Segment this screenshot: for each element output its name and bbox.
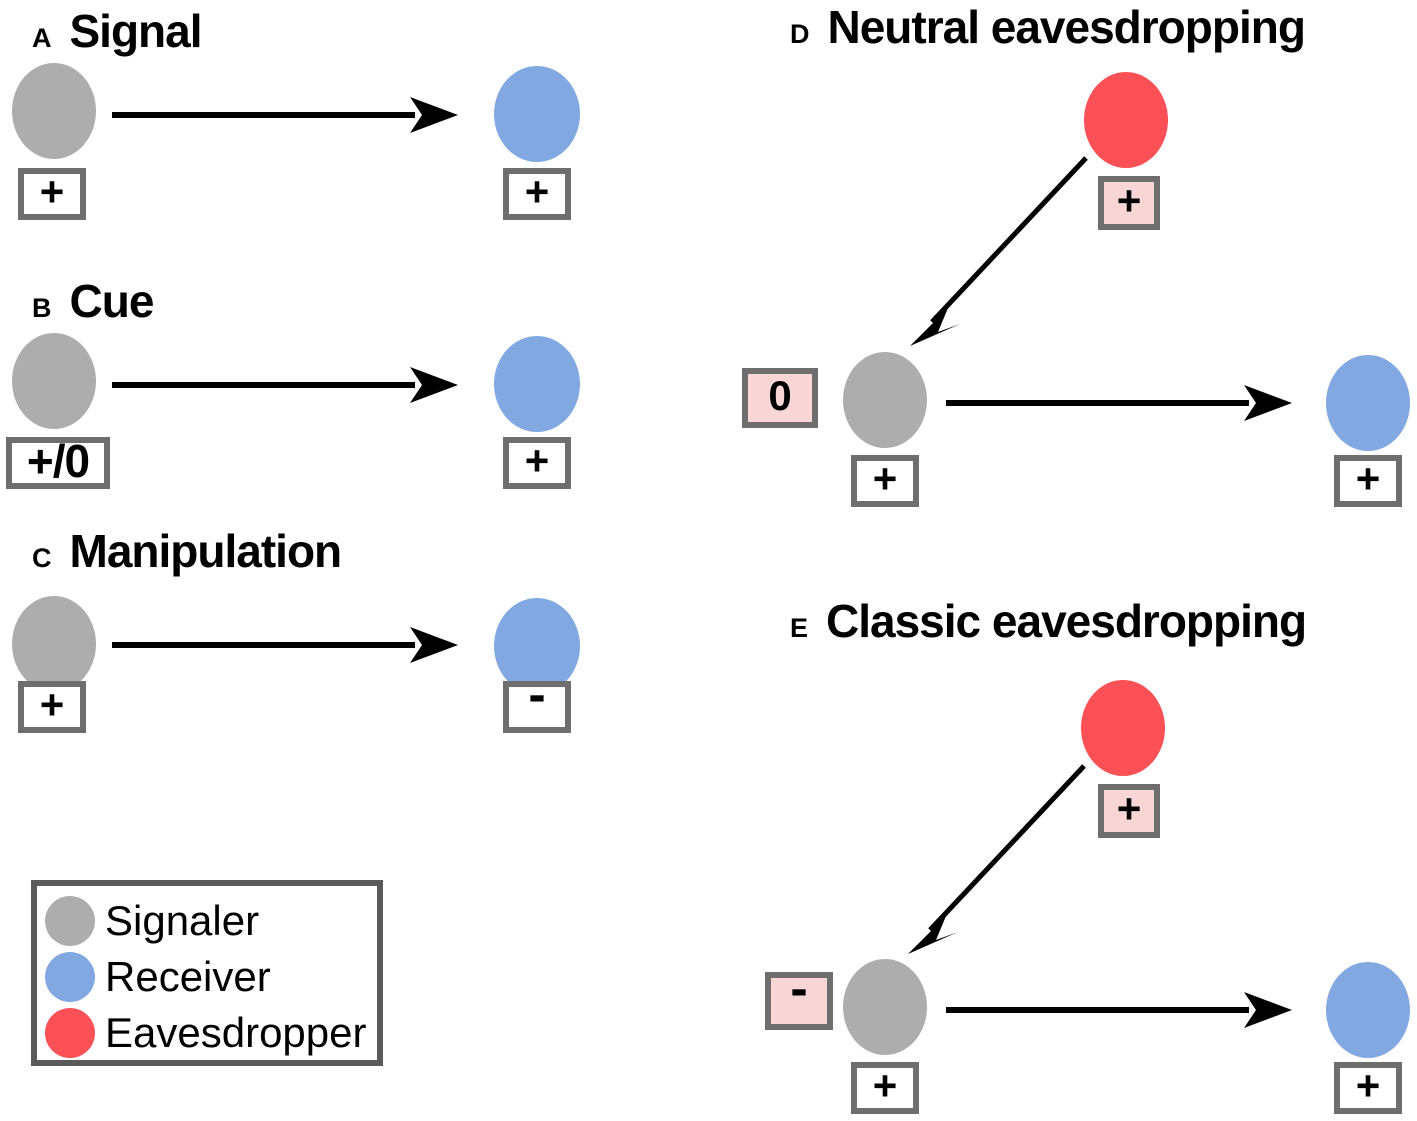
panel-d-signaler-valence: + bbox=[872, 455, 898, 502]
panel-a-letter: A bbox=[32, 23, 52, 53]
panel-a-signaler-circle bbox=[12, 63, 96, 159]
panel-d-receiver-circle bbox=[1326, 355, 1410, 451]
panel-e-eavesdropper-circle bbox=[1081, 680, 1165, 776]
panel-e-letter: E bbox=[790, 613, 809, 643]
panel-c-letter: C bbox=[32, 543, 52, 573]
panel-d-letter: D bbox=[790, 19, 810, 49]
legend: Signaler Receiver Eavesdropper bbox=[31, 880, 383, 1066]
legend-item-receiver: Receiver bbox=[37, 949, 377, 1005]
panel-a-receiver-valence-box: + bbox=[503, 168, 571, 220]
panel-c-receiver-valence-box: - bbox=[503, 669, 571, 733]
panel-e-signaler-valence-box: + bbox=[851, 1062, 919, 1114]
panel-d-signaler-eavesdrop-effect-box: 0 bbox=[742, 368, 818, 428]
panel-c-signaler-circle bbox=[12, 596, 96, 692]
panel-c-heading: C Manipulation bbox=[32, 525, 343, 577]
panel-a-receiver-circle bbox=[494, 66, 580, 162]
panel-e-signaler-valence: + bbox=[872, 1062, 898, 1109]
panel-b-heading: B Cue bbox=[32, 275, 155, 327]
panel-e-signal-arrow bbox=[946, 992, 1292, 1028]
panel-e-receiver-valence-box: + bbox=[1334, 1062, 1402, 1114]
legend-label-receiver: Receiver bbox=[105, 953, 271, 1000]
panel-d-receiver-valence: + bbox=[1355, 455, 1381, 502]
legend-item-signaler: Signaler bbox=[37, 893, 377, 949]
legend-item-eavesdropper: Eavesdropper bbox=[37, 1005, 377, 1061]
panel-c-signal-arrow bbox=[112, 627, 458, 663]
panel-c-signaler-valence: + bbox=[39, 681, 65, 728]
panel-d-signaler-circle bbox=[843, 352, 927, 448]
panel-b-signaler-valence: +/0 bbox=[26, 435, 90, 487]
panel-e-eavesdrop-arrow bbox=[908, 764, 1086, 954]
panel-d-eavesdropper-valence-box: + bbox=[1098, 176, 1160, 230]
panel-e-receiver-circle bbox=[1326, 962, 1410, 1058]
panel-a-receiver-valence: + bbox=[524, 168, 550, 215]
panel-e-eavesdropper-valence: + bbox=[1116, 785, 1142, 832]
panel-b-signaler-valence-box: +/0 bbox=[6, 437, 110, 489]
panel-d-eavesdropper-circle bbox=[1084, 72, 1168, 168]
panel-d-signaler-valence-box: + bbox=[851, 455, 919, 507]
legend-dot-eavesdropper bbox=[45, 1008, 95, 1058]
panel-a-title: Signal bbox=[69, 5, 203, 57]
panel-a-signaler-valence: + bbox=[39, 168, 65, 215]
panel-e-heading: E Classic eavesdropping bbox=[790, 595, 1307, 647]
panel-b-title: Cue bbox=[69, 275, 155, 327]
panel-e-eavesdropper-valence-box: + bbox=[1098, 784, 1160, 838]
legend-dot-signaler bbox=[45, 896, 95, 946]
panel-a-signaler-valence-box: + bbox=[18, 168, 86, 220]
panel-d-heading: D Neutral eavesdropping bbox=[790, 1, 1306, 53]
panel-d-eavesdrop-arrow bbox=[910, 156, 1088, 346]
legend-label-eavesdropper: Eavesdropper bbox=[105, 1009, 367, 1056]
panel-d-title: Neutral eavesdropping bbox=[827, 1, 1306, 53]
panel-d-receiver-valence-box: + bbox=[1334, 455, 1402, 507]
panel-e-title: Classic eavesdropping bbox=[826, 595, 1307, 647]
panel-a-heading: A Signal bbox=[32, 5, 203, 57]
panel-e-signaler-eavesdrop-effect: - bbox=[790, 960, 808, 1018]
panel-c-receiver-valence: - bbox=[528, 666, 546, 724]
panel-c-title: Manipulation bbox=[69, 525, 343, 577]
panel-e-signaler-circle bbox=[843, 959, 927, 1055]
panel-a-signal-arrow bbox=[112, 97, 458, 133]
panel-d-signal-arrow bbox=[946, 385, 1292, 421]
legend-label-signaler: Signaler bbox=[105, 897, 260, 944]
panel-b-signal-arrow bbox=[112, 367, 458, 403]
legend-dot-receiver bbox=[45, 952, 95, 1002]
panel-e-signaler-eavesdrop-effect-box: - bbox=[765, 963, 833, 1030]
panel-b-letter: B bbox=[32, 293, 52, 323]
panel-c-receiver-circle bbox=[494, 598, 580, 694]
panel-b-receiver-valence: + bbox=[524, 437, 550, 484]
panel-e-receiver-valence: + bbox=[1355, 1062, 1381, 1109]
panel-b-receiver-circle bbox=[494, 336, 580, 432]
panel-b-receiver-valence-box: + bbox=[503, 437, 571, 489]
panel-b-signaler-circle bbox=[12, 333, 96, 429]
panel-d-eavesdropper-valence: + bbox=[1116, 177, 1142, 224]
panel-d-signaler-eavesdrop-effect: 0 bbox=[768, 372, 792, 419]
panel-c-signaler-valence-box: + bbox=[18, 681, 86, 733]
